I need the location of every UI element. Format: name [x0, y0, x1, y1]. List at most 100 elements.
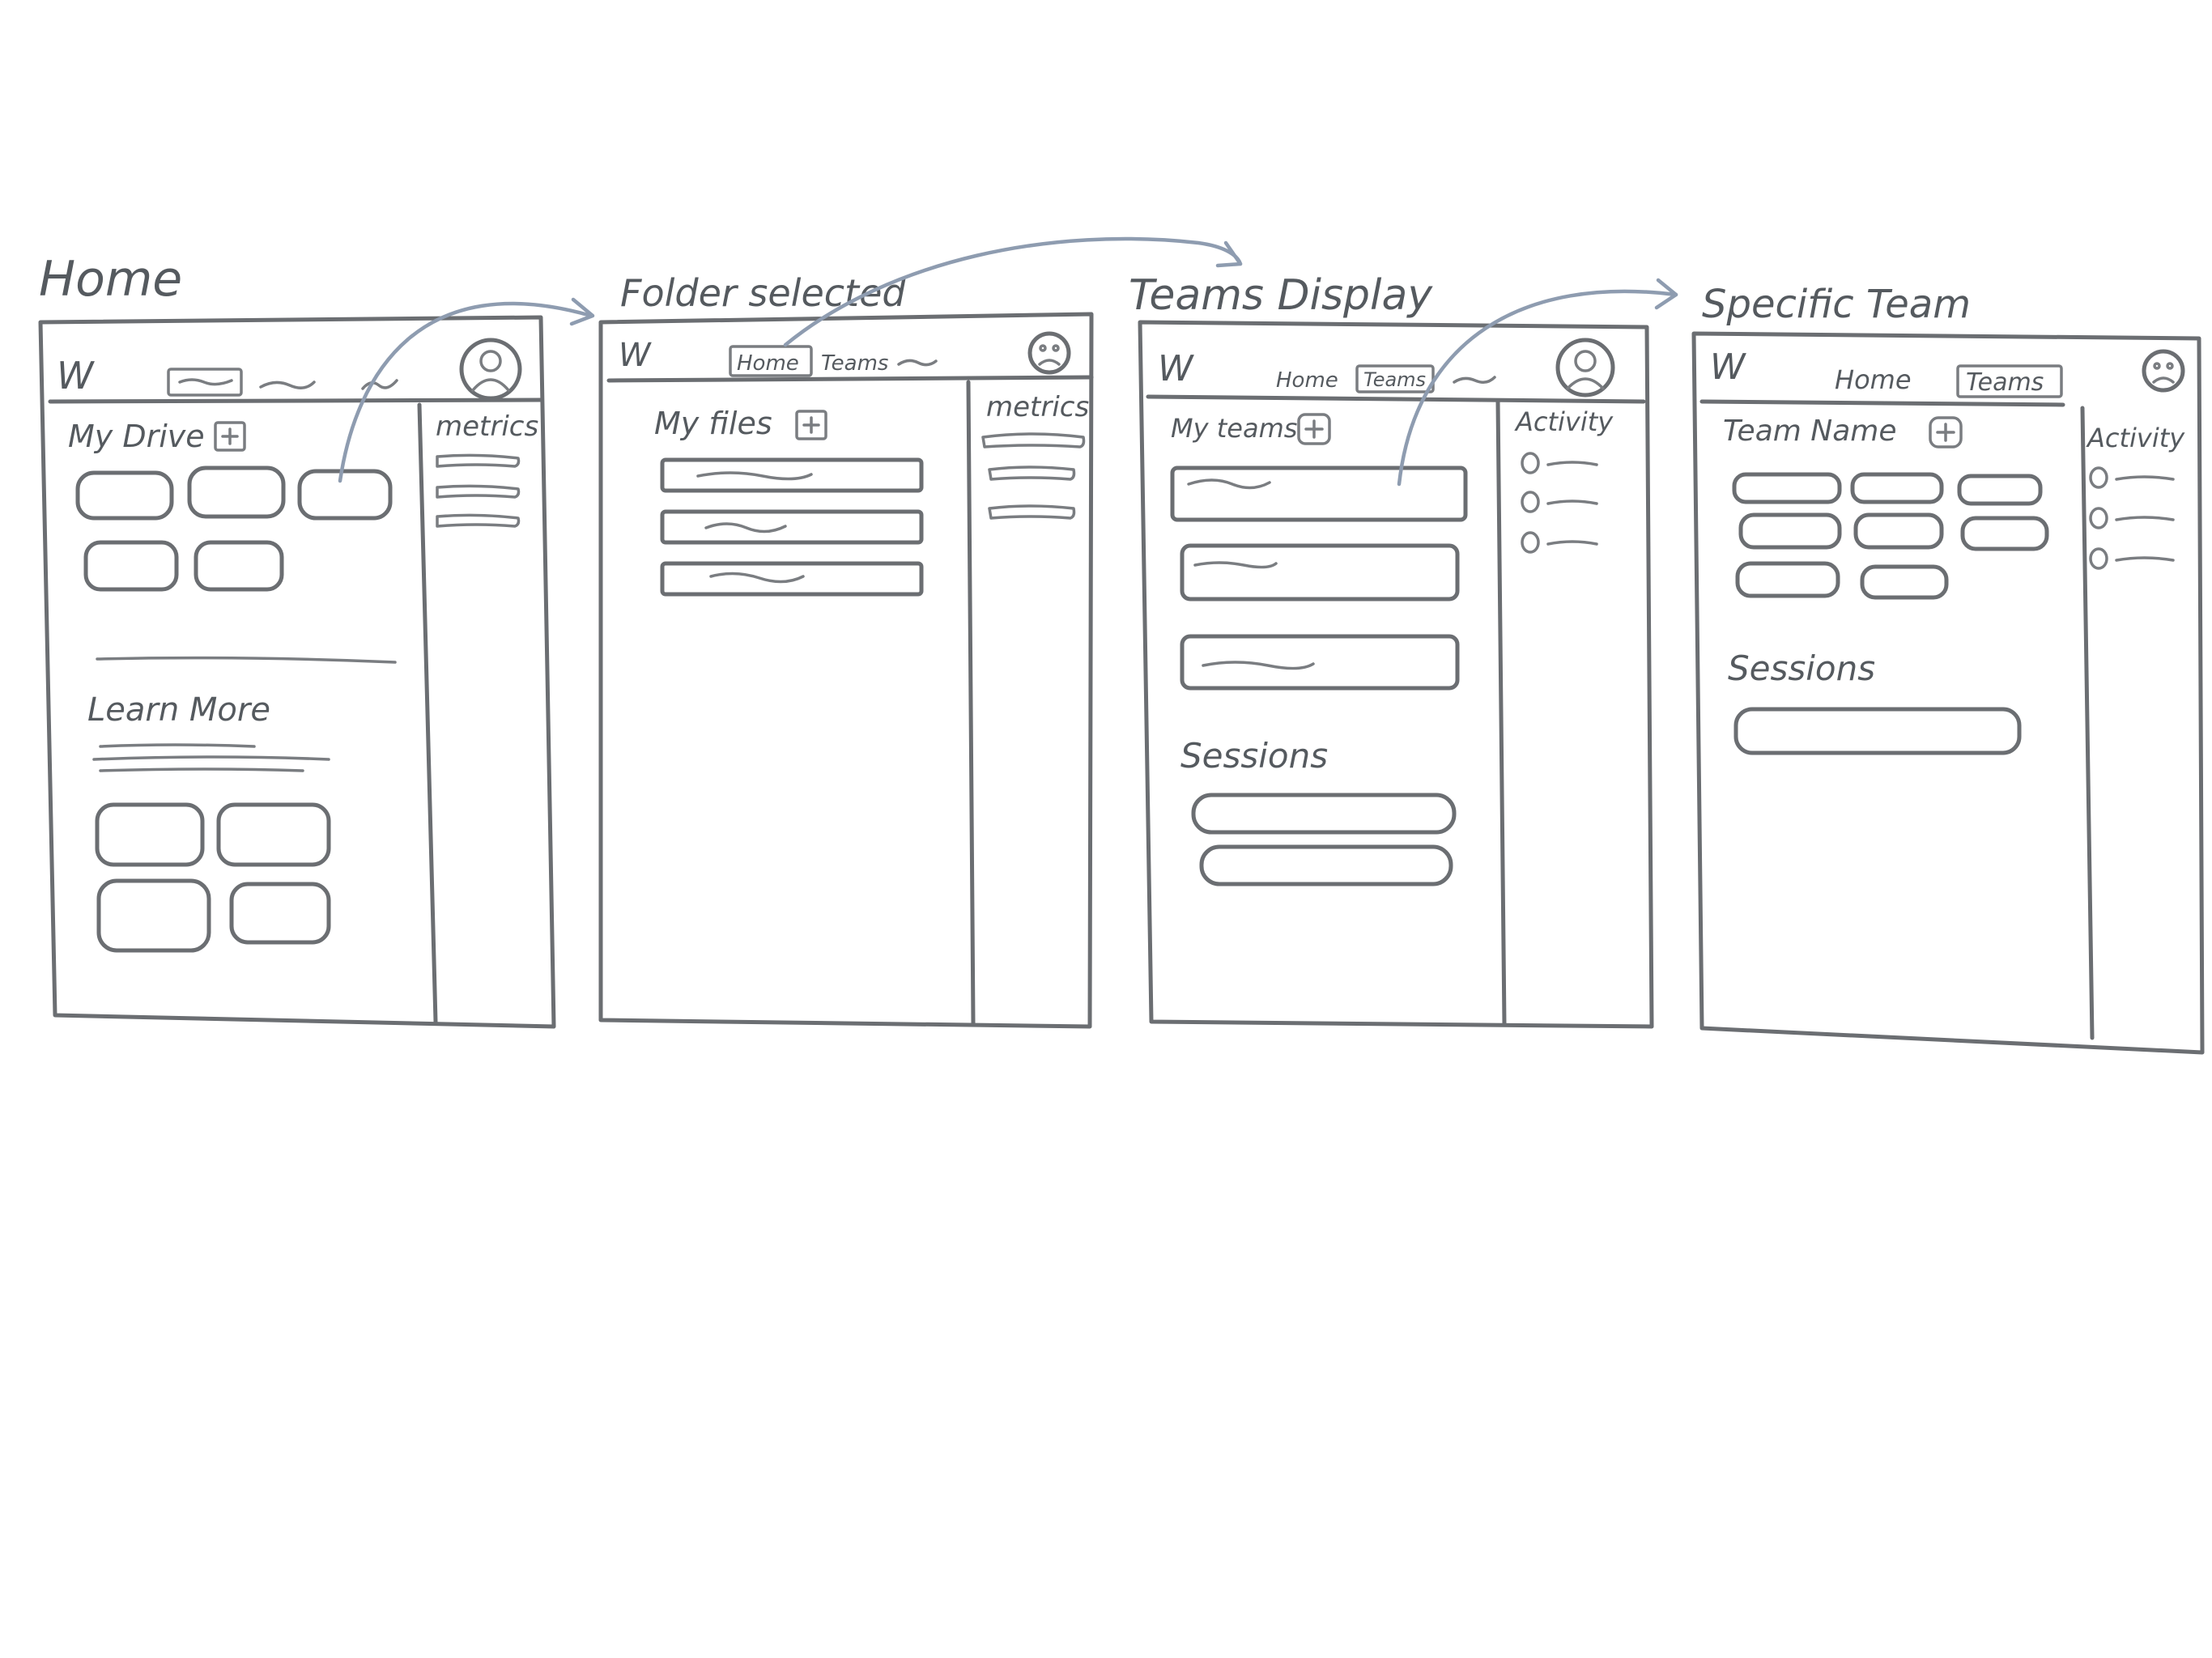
screen-title: Teams Display [1129, 271, 1433, 320]
sidebar-title: metrics [986, 391, 1089, 423]
sidebar-divider [1495, 399, 1507, 1027]
file-name-scribble [704, 522, 787, 534]
screen-title: Specific Team [1702, 282, 1971, 327]
session-row[interactable] [1199, 844, 1453, 886]
folder-card[interactable] [187, 466, 286, 519]
section-title: Team Name [1723, 414, 1896, 448]
member-card[interactable] [1957, 474, 2043, 506]
metric-item [436, 513, 521, 528]
flow-arrow-teams-to-specific [1397, 278, 1678, 487]
member-card[interactable] [1735, 561, 1840, 598]
learn-card[interactable] [95, 802, 205, 867]
file-row[interactable] [660, 561, 924, 597]
header-divider [1699, 399, 2065, 407]
file-row[interactable] [660, 509, 924, 545]
member-card[interactable] [1732, 472, 1842, 504]
file-name-scribble [709, 572, 805, 584]
logo[interactable]: W [57, 354, 95, 397]
add-icon[interactable] [1297, 413, 1331, 445]
team-row[interactable] [1170, 466, 1468, 522]
learn-card[interactable] [96, 878, 211, 953]
header-divider [606, 375, 1094, 383]
avatar-icon[interactable] [2142, 349, 2185, 393]
team-name-scribble [1202, 661, 1315, 670]
team-row[interactable] [1180, 634, 1460, 691]
member-card[interactable] [1960, 516, 2049, 551]
nav-tab-active[interactable] [167, 368, 243, 397]
nav-item[interactable] [259, 380, 316, 389]
activity-item [2089, 507, 2175, 529]
member-card[interactable] [1850, 472, 1944, 504]
learn-card[interactable] [216, 802, 331, 867]
section-title: My Drive [68, 419, 205, 454]
avatar-icon[interactable] [1555, 338, 1615, 397]
secondary-title: Sessions [1728, 648, 1875, 688]
text-line [92, 755, 330, 761]
sidebar-title: Activity [1514, 406, 1614, 437]
folder-card[interactable] [83, 540, 179, 592]
metric-item [436, 484, 521, 499]
metric-item [981, 432, 1086, 449]
text-line [99, 767, 304, 772]
nav-tab-home[interactable] [729, 345, 813, 377]
file-name-scribble [696, 471, 813, 481]
screen-home: Home W My Drive metrics Learn More [38, 251, 556, 1029]
folder-card-selected[interactable] [297, 469, 393, 521]
screen-specific-team: Specific Team W Home Teams Team Name Act… [1691, 282, 2205, 1055]
avatar-icon[interactable] [459, 338, 522, 401]
add-icon[interactable] [214, 421, 246, 452]
nav-home-label[interactable]: Home [1835, 364, 1912, 395]
add-icon[interactable] [795, 410, 827, 440]
nav-item[interactable] [1453, 376, 1496, 384]
nav-teams-label[interactable]: Teams [821, 351, 888, 376]
device-frame [38, 315, 556, 1029]
member-card[interactable] [1860, 564, 1949, 600]
activity-item [1521, 531, 1598, 554]
screen-title: Home [39, 251, 182, 308]
logo[interactable]: W [1710, 346, 1746, 388]
flow-arrow-home-to-folder [338, 297, 595, 483]
screen-folder-selected: Folder selected W Home Teams My files me… [598, 271, 1094, 1029]
folder-card[interactable] [194, 540, 284, 592]
sidebar-title: metrics [436, 410, 538, 443]
metric-item [988, 466, 1076, 481]
activity-item [1521, 452, 1598, 474]
screen-title: Folder selected [620, 271, 906, 315]
secondary-title: Sessions [1180, 736, 1328, 776]
team-row[interactable] [1180, 543, 1460, 602]
text-line [99, 743, 256, 748]
nav-teams-label: Teams [1363, 368, 1426, 391]
sidebar-divider [2080, 406, 2095, 1040]
logo[interactable]: W [619, 337, 652, 374]
activity-item [2089, 547, 2175, 570]
member-card[interactable] [1738, 512, 1842, 550]
learn-card[interactable] [229, 882, 331, 945]
folder-card[interactable] [75, 470, 174, 521]
header-divider [1146, 394, 1646, 404]
nav-item[interactable] [361, 379, 398, 390]
member-card[interactable] [1853, 512, 1944, 550]
device-frame [1138, 320, 1654, 1029]
device-frame [1691, 331, 2205, 1055]
nav-teams-label: Teams [1966, 368, 2044, 397]
flow-arrow-folder-to-teams [783, 236, 1243, 347]
team-name-scribble [1187, 478, 1271, 490]
metric-item [988, 504, 1076, 520]
file-row[interactable] [660, 457, 924, 493]
nav-item[interactable] [897, 359, 938, 367]
session-row[interactable] [1733, 707, 2022, 755]
session-row[interactable] [1191, 793, 1457, 835]
section-title: My files [654, 406, 772, 441]
logo[interactable]: W [1158, 348, 1194, 389]
header-divider [48, 397, 543, 404]
screen-teams-display: Teams Display W Home Teams My teams Acti… [1129, 271, 1654, 1029]
device-frame [598, 312, 1094, 1029]
sidebar-title: Activity [2086, 423, 2185, 453]
section-title: My teams [1171, 413, 1297, 444]
avatar-icon[interactable] [1027, 331, 1071, 375]
nav-home-label: Home [737, 351, 799, 376]
add-icon[interactable] [1929, 416, 1963, 449]
nav-tab-teams[interactable] [1956, 364, 2063, 398]
nav-home-label[interactable]: Home [1276, 368, 1338, 393]
